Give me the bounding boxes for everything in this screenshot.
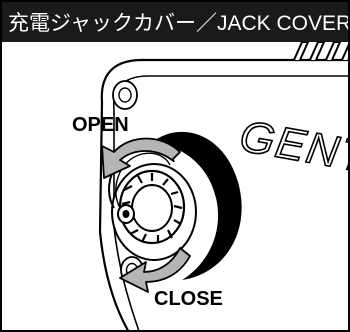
title-bar: 充電ジャックカバー／JACK COVER [2,2,350,42]
close-arrow-icon [119,247,191,293]
knob-icon [117,169,186,245]
open-arrow-icon [101,137,181,179]
title-text: 充電ジャックカバー／JACK COVER [8,12,350,35]
close-label: CLOSE [154,288,223,310]
screw-boss-top-icon [112,80,138,110]
open-label: OPEN [72,114,129,136]
rotation-dial [152,131,242,280]
cooling-fins [293,42,348,61]
jack-cover-illustration: GENTO [98,42,348,330]
